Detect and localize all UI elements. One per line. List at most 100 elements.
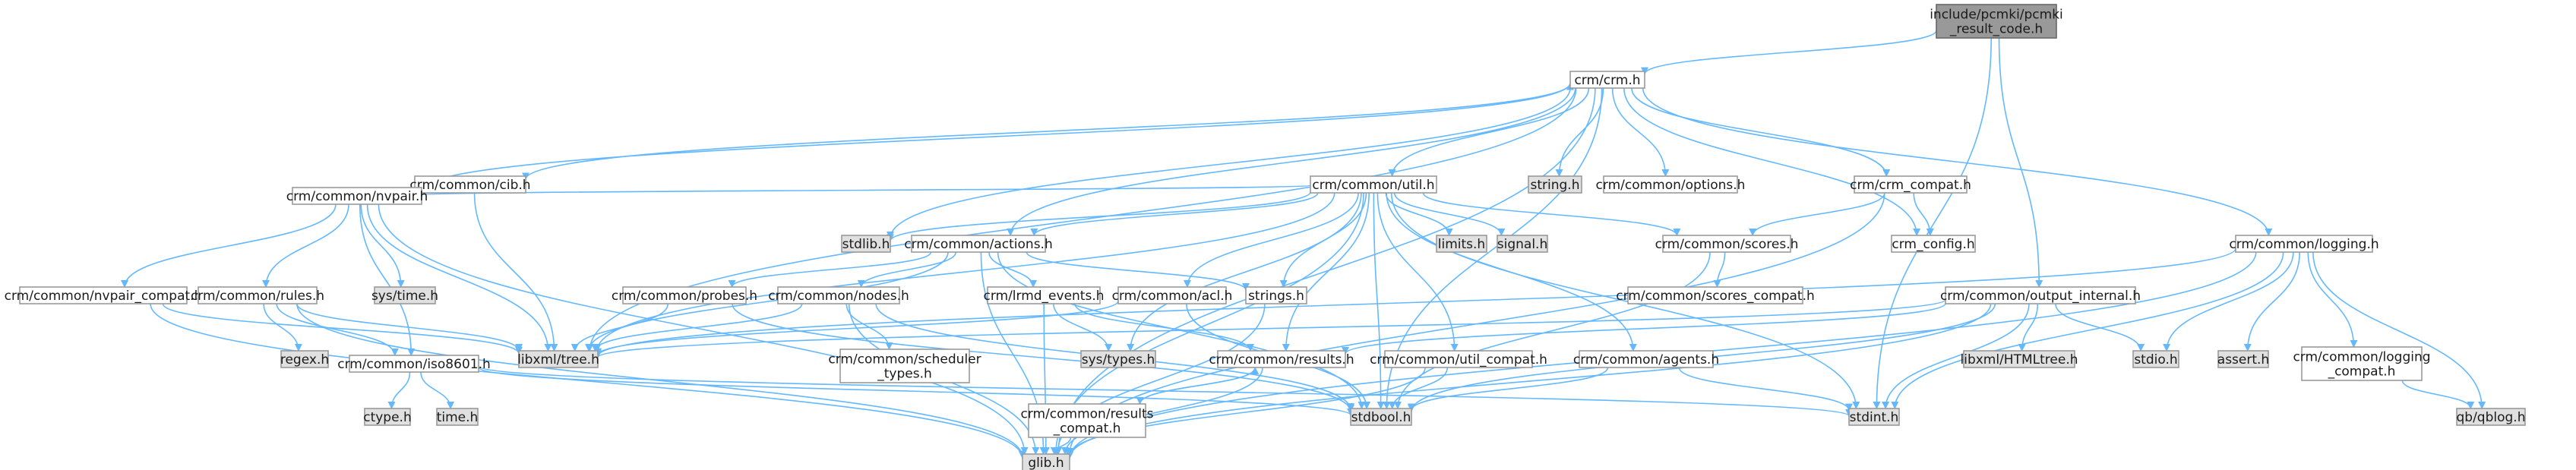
edge-root-to-crm <box>1641 30 1937 75</box>
node-regex[interactable]: regex.h <box>280 350 329 368</box>
node-label: sys/time.h <box>371 289 438 304</box>
node-results[interactable]: crm/common/results.h <box>1209 350 1354 368</box>
node-label: crm_config.h <box>1892 237 1974 252</box>
node-label: _compat.h <box>2328 364 2396 380</box>
edge-rules-to-libxml <box>296 303 523 352</box>
node-libxml[interactable]: libxml/tree.h <box>517 350 599 368</box>
node-label: crm/common/nvpair_compat.h <box>5 289 203 304</box>
node-box <box>2132 350 2179 368</box>
edge-output-to-stdio <box>2055 303 2145 352</box>
node-logging[interactable]: crm/common/logging.h <box>2229 235 2379 253</box>
edge-util-to-libxml <box>593 192 1335 352</box>
node-results-compat[interactable]: crm/common/results_compat.h <box>1020 403 1154 438</box>
node-label: crm/lrmd_events.h <box>983 289 1104 304</box>
edge-util-to-nvpair <box>419 185 1311 197</box>
node-limits[interactable]: limits.h <box>1436 235 1487 253</box>
header-nodes: include/pcmki/pcmki_result_code.h crm/crm… <box>5 4 2526 470</box>
node-cib[interactable]: crm/common/cib.h <box>409 175 531 194</box>
node-box <box>1436 235 1487 253</box>
node-root: include/pcmki/pcmki_result_code.h <box>1930 4 2063 39</box>
edge-nvpair-to-iso <box>359 203 416 356</box>
node-probes[interactable]: crm/common/probes.h <box>612 286 757 304</box>
node-compat[interactable]: crm/crm_compat.h <box>1850 175 1971 194</box>
node-stdlib[interactable]: stdlib.h <box>841 235 891 253</box>
node-box <box>1310 175 1437 194</box>
edge-probes-to-libxml <box>571 303 669 352</box>
node-config[interactable]: crm_config.h <box>1891 235 1976 253</box>
edge-actions-to-probes <box>728 251 932 288</box>
node-scores-compat[interactable]: crm/common/scores_compat.h <box>1616 286 1815 304</box>
edge-root-to-output <box>1998 37 2043 288</box>
node-string[interactable]: string.h <box>1528 175 1582 194</box>
node-assert[interactable]: assert.h <box>2217 350 2269 368</box>
node-box <box>1603 175 1738 194</box>
node-systime[interactable]: sys/time.h <box>371 286 438 304</box>
edge-util-compat-to-stdbool <box>1388 367 1449 409</box>
node-label: assert.h <box>2217 352 2269 367</box>
edge-nvpair-compat-to-libxml <box>162 303 523 355</box>
edge-util-to-scores <box>1422 192 1681 236</box>
edge-util-to-acl <box>1184 192 1359 288</box>
edge-util-to-util-compat <box>1377 192 1459 352</box>
node-acl[interactable]: crm/common/acl.h <box>1112 286 1233 304</box>
node-crm[interactable]: crm/crm.h <box>1569 71 1645 89</box>
node-scores[interactable]: crm/common/scores.h <box>1655 235 1799 253</box>
node-nvpair[interactable]: crm/common/nvpair.h <box>286 187 428 205</box>
node-glib[interactable]: glib.h <box>1022 453 1070 470</box>
node-util-compat[interactable]: crm/common/util_compat.h <box>1370 350 1547 368</box>
edge-util-to-actions <box>1030 192 1319 236</box>
node-nodes[interactable]: crm/common/nodes.h <box>768 286 909 304</box>
edge-output-to-libxml <box>594 298 1946 358</box>
edge-log-compat-to-qblog <box>2401 380 2475 409</box>
node-label: limits.h <box>1438 237 1485 252</box>
node-label: ctype.h <box>363 410 412 425</box>
node-box <box>374 286 436 304</box>
node-systypes[interactable]: sys/types.h <box>1080 350 1156 368</box>
node-box <box>2235 235 2373 253</box>
edge-crm-to-actions <box>1007 87 1576 236</box>
node-scheduler[interactable]: crm/common/scheduler_types.h <box>828 349 981 383</box>
node-options[interactable]: crm/common/options.h <box>1596 175 1746 194</box>
node-rules[interactable]: crm/common/rules.h <box>191 286 324 304</box>
node-box <box>2301 346 2423 381</box>
node-ctype[interactable]: ctype.h <box>363 408 412 426</box>
node-label: qb/qblog.h <box>2457 410 2526 425</box>
edge-actions-to-lrmd <box>988 251 1038 288</box>
node-box <box>1662 235 1791 253</box>
node-stdio[interactable]: stdio.h <box>2132 350 2179 368</box>
node-stdint[interactable]: stdint.h <box>1848 408 1900 426</box>
node-box <box>292 187 422 205</box>
node-output[interactable]: crm/common/output_internal.h <box>1940 286 2141 304</box>
edge-nodes-to-scheduler <box>845 303 893 350</box>
node-actions[interactable]: crm/common/actions.h <box>904 235 1053 253</box>
node-box <box>1528 175 1582 194</box>
node-signal[interactable]: signal.h <box>1497 235 1548 253</box>
node-label: crm/common/results <box>1020 407 1153 422</box>
edge-nvpair-compat-to-glib <box>150 303 1026 459</box>
node-label: crm/common/util.h <box>1312 178 1434 193</box>
node-log-compat[interactable]: crm/common/logging_compat.h <box>2293 346 2431 381</box>
node-box <box>1384 350 1533 368</box>
node-stdbool[interactable]: stdbool.h <box>1350 408 1412 426</box>
node-label: crm/common/acl.h <box>1112 289 1233 304</box>
node-box <box>777 286 900 304</box>
node-iso[interactable]: crm/common/iso8601.h <box>337 355 491 373</box>
node-nvpair-compat[interactable]: crm/common/nvpair_compat.h <box>5 286 203 304</box>
node-time[interactable]: time.h <box>436 408 479 426</box>
edge-crm-to-stdbool <box>1383 87 1603 409</box>
node-label: string.h <box>1531 178 1580 193</box>
node-label: strings.h <box>1248 289 1304 304</box>
node-label: crm/crm.h <box>1574 73 1640 88</box>
node-box <box>1854 175 1968 194</box>
edge-logging-to-qblog <box>2312 251 2486 409</box>
node-box <box>518 350 599 368</box>
node-util[interactable]: crm/common/util.h <box>1310 175 1437 194</box>
node-box <box>1627 286 1803 304</box>
node-strings[interactable]: strings.h <box>1245 286 1307 304</box>
node-lrmd[interactable]: crm/lrmd_events.h <box>983 286 1105 304</box>
node-qblog[interactable]: qb/qblog.h <box>2456 408 2526 426</box>
node-htmltree[interactable]: libxml/HTMLtree.h <box>1961 350 2078 368</box>
node-box <box>1245 286 1307 304</box>
node-agents[interactable]: crm/common/agents.h <box>1573 350 1719 368</box>
edge-rules-to-regex <box>263 303 302 352</box>
